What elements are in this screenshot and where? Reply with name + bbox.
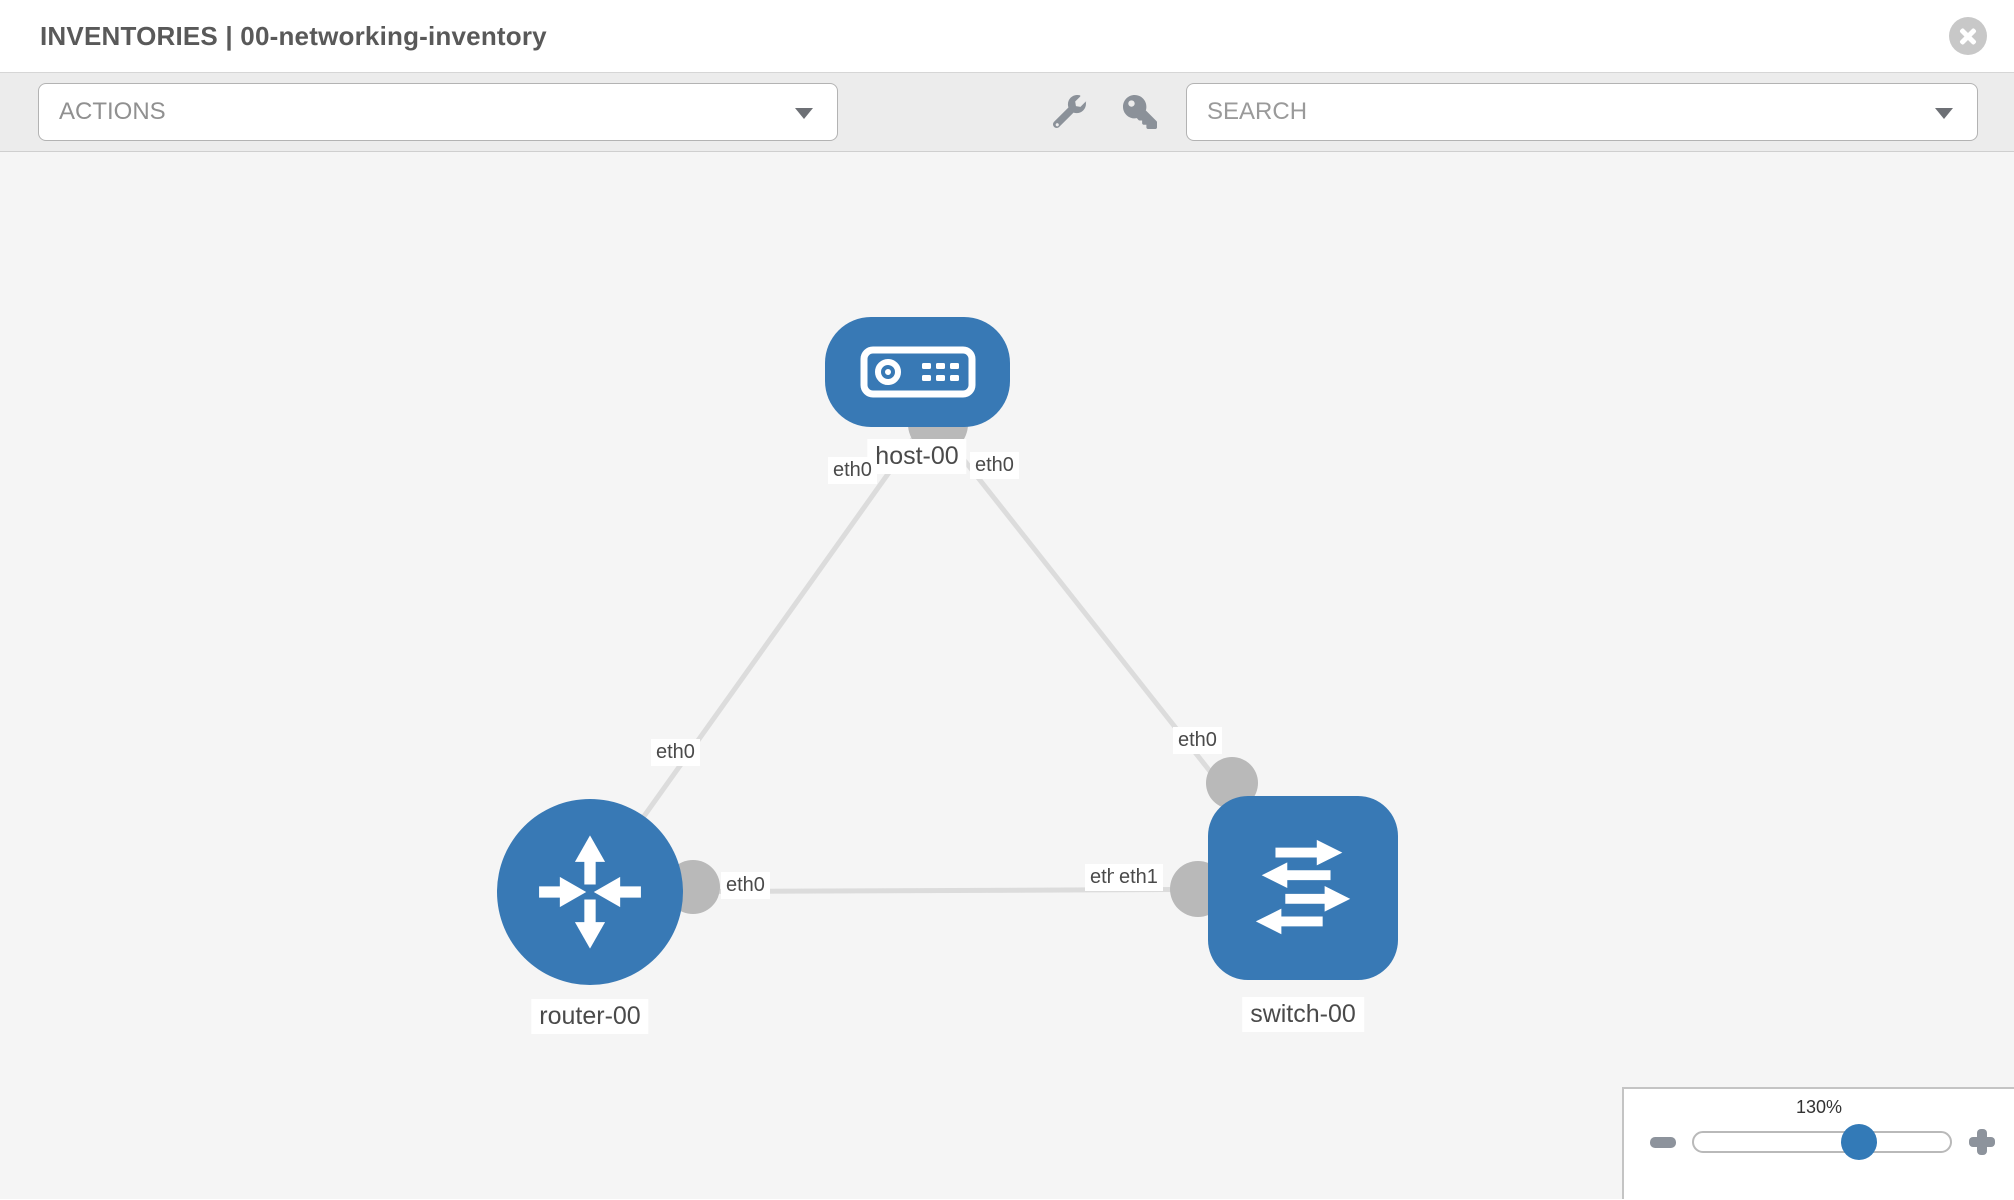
node-label-router: router-00 [531,999,649,1034]
interface-label: eth1 [1114,864,1163,891]
switch-icon [1255,839,1351,935]
zoom-level: 130% [1795,1097,1843,1117]
key-icon[interactable] [1120,92,1160,132]
minus-icon[interactable] [1650,1136,1676,1148]
zoom-slider-track[interactable] [1692,1124,1952,1160]
node-label-switch: switch-00 [1242,997,1364,1032]
interface-label: eth0 [1173,727,1222,754]
actions-dropdown[interactable]: ACTIONS [38,83,838,141]
page-title: INVENTORIES | 00-networking-inventory [40,21,547,51]
actions-dropdown-label: ACTIONS [59,98,166,125]
node-router-00[interactable] [497,799,683,985]
plus-icon[interactable] [1968,1128,1996,1156]
node-label-host: host-00 [867,439,967,474]
close-icon[interactable] [1949,17,1987,55]
chevron-down-icon [1935,108,1953,119]
wrench-icon-glyph [1053,95,1087,128]
router-icon [539,835,641,949]
search-dropdown-label: SEARCH [1207,98,1308,125]
interface-label: eth0 [651,739,700,766]
search-dropdown[interactable]: SEARCH [1186,83,1978,141]
interface-label: eth0 [828,457,877,484]
node-switch-00[interactable] [1208,796,1398,980]
header: INVENTORIES | 00-networking-inventory [0,0,2014,73]
toolbar: ACTIONS SEARCH [0,73,2014,152]
wrench-icon[interactable] [1050,92,1090,132]
topology-canvas[interactable]: host-00 router-00 switch-00 eth0 eth0 et… [0,152,2014,1199]
node-host-00[interactable] [825,317,1010,427]
zoom-panel: 130% [1622,1087,2014,1199]
interface-label: eth0 [721,872,770,899]
chevron-down-icon [795,108,813,119]
host-icon [860,346,975,398]
links-layer [587,394,1305,917]
interface-label: eth0 [970,452,1019,479]
zoom-slider-row [1624,1124,2014,1160]
link-host-router[interactable] [587,427,923,894]
key-icon-glyph [1123,95,1157,129]
zoom-slider-handle[interactable] [1841,1124,1878,1160]
